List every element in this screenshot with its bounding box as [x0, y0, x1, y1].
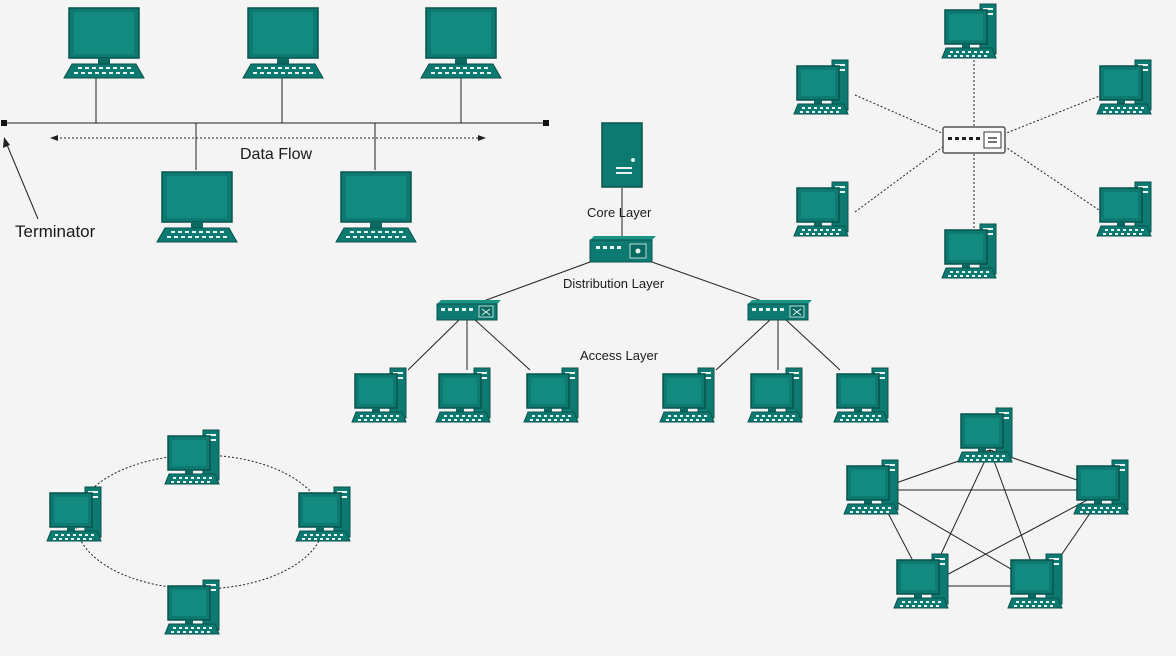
- tree-topology: Core Layer Distribution Layer Access Lay…: [351, 122, 889, 423]
- bus-computer-1: [63, 7, 145, 79]
- mesh-topology: [843, 407, 1129, 609]
- star-computer-lower-right: [1096, 181, 1152, 237]
- mesh-computer-top: [957, 407, 1013, 463]
- bus-computer-2: [242, 7, 324, 79]
- star-computer-bottom: [941, 223, 997, 279]
- star-computer-lower-left: [793, 181, 849, 237]
- terminator-left: [1, 120, 7, 126]
- hub-icon: [942, 126, 1006, 154]
- core-server-icon: [601, 122, 643, 188]
- bus-computer-4: [156, 171, 238, 243]
- ring-computer-top: [164, 429, 220, 485]
- terminator-label: Terminator: [15, 222, 96, 241]
- mesh-computer-bottom-left: [893, 553, 949, 609]
- distribution-layer-label: Distribution Layer: [563, 276, 665, 291]
- bus-topology: Data Flow Terminator: [1, 7, 549, 243]
- star-computer-top: [941, 3, 997, 59]
- ring-computer-right: [295, 486, 351, 542]
- distribution-switch-icon: [589, 236, 656, 263]
- tree-computer-6: [833, 367, 889, 423]
- star-computer-upper-right: [1096, 59, 1152, 115]
- tree-computer-2: [435, 367, 491, 423]
- mesh-computer-left: [843, 459, 899, 515]
- ring-computer-left: [46, 486, 102, 542]
- ring-topology: [46, 429, 351, 635]
- tree-computer-1: [351, 367, 407, 423]
- tree-computer-5: [747, 367, 803, 423]
- ring-computer-bottom: [164, 579, 220, 635]
- access-layer-label: Access Layer: [580, 348, 659, 363]
- terminator-pointer: [4, 139, 39, 220]
- tree-computer-4: [659, 367, 715, 423]
- bus-computer-5: [335, 171, 417, 243]
- bus-computer-3: [420, 7, 502, 79]
- mesh-computer-bottom-right: [1007, 553, 1063, 609]
- terminator-right: [543, 120, 549, 126]
- star-topology: [793, 3, 1152, 279]
- data-flow-label: Data Flow: [240, 146, 312, 163]
- tree-computer-3: [523, 367, 579, 423]
- access-switch-right-icon: [747, 299, 813, 321]
- core-layer-label: Core Layer: [587, 205, 652, 220]
- mesh-computer-right: [1073, 459, 1129, 515]
- star-computer-upper-left: [793, 59, 849, 115]
- access-switch-left-icon: [436, 299, 502, 321]
